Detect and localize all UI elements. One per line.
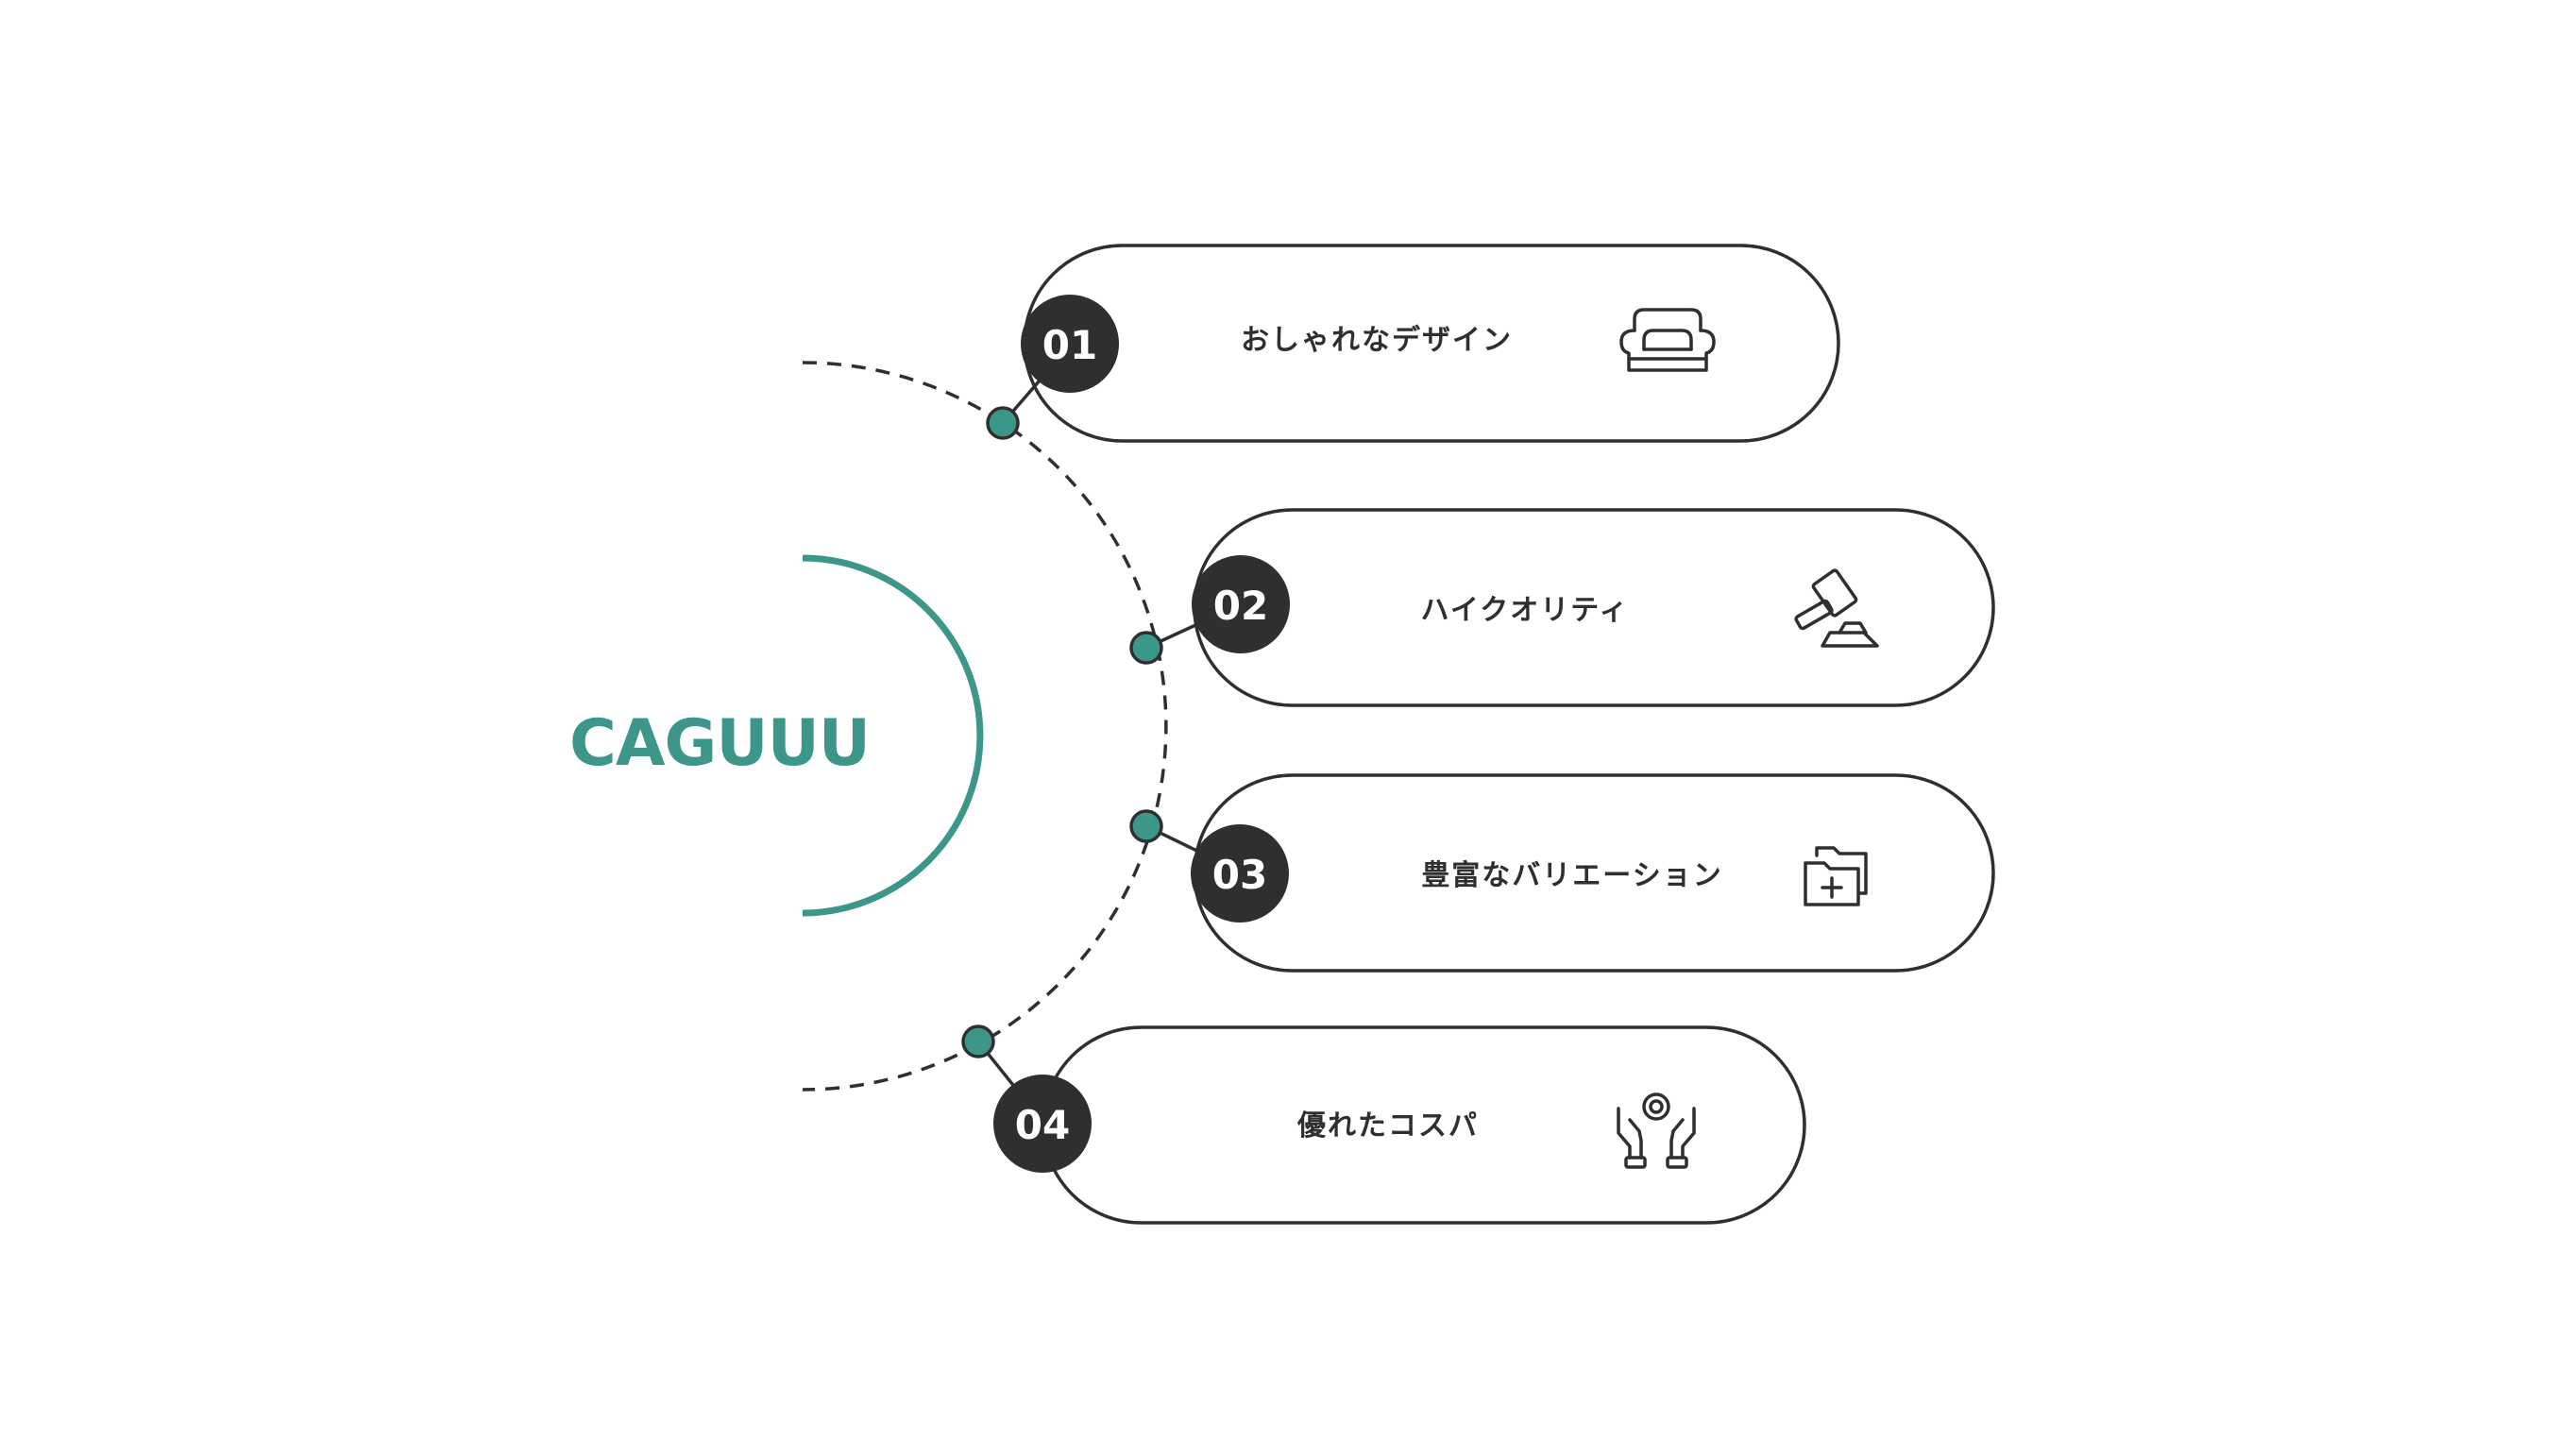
feature-label: ハイクオリティ: [1421, 594, 1630, 627]
hands-gear-icon: [1617, 1092, 1696, 1169]
brand-semicircle: [802, 554, 984, 917]
feature-item-04: 04 優れたコスパ: [961, 1024, 1806, 1225]
sofa-icon: [1619, 308, 1716, 372]
number-badge-text: 02: [1213, 583, 1268, 629]
feature-item-02: 02 ハイクオリティ: [1129, 508, 1995, 707]
connector-node: [1129, 809, 1163, 843]
connector-node: [961, 1024, 995, 1058]
feature-label: おしゃれなデザイン: [1241, 324, 1513, 357]
folder-add-icon: [1804, 846, 1868, 906]
number-badge: [1191, 824, 1289, 923]
feature-label: 豊富なバリエーション: [1421, 859, 1722, 892]
number-badge-text: 01: [1042, 322, 1097, 368]
number-badge: [1192, 555, 1290, 653]
gavel-icon: [1794, 568, 1879, 648]
number-badge-text: 03: [1212, 852, 1267, 898]
brand-title: CAGUUU: [569, 706, 870, 781]
number-badge: [993, 1075, 1092, 1173]
connector-node: [1129, 631, 1163, 665]
connector-node: [986, 406, 1020, 440]
feature-label: 優れたコスパ: [1296, 1109, 1479, 1143]
feature-item-03: 03 豊富なバリエーション: [1129, 773, 1995, 973]
number-badge: [1021, 295, 1119, 393]
feature-item-01: 01 おしゃれなデザイン: [986, 244, 1840, 443]
number-badge-text: 04: [1015, 1102, 1070, 1148]
